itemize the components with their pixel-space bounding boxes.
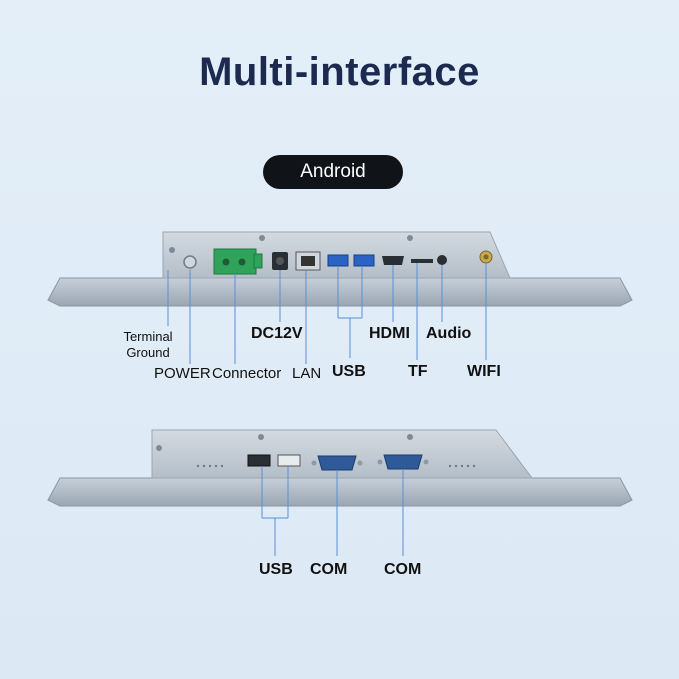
- usb-port-icon: [353, 254, 375, 267]
- screw-icon: [407, 235, 413, 241]
- label-tf: TF: [408, 363, 428, 380]
- usb-port-icon: [327, 254, 349, 267]
- os-badge: Android: [263, 155, 403, 189]
- bottom-leader-lines: [261, 466, 404, 556]
- screw-icon: [169, 247, 175, 253]
- label-com-2: COM: [384, 561, 422, 578]
- label-usb-top: USB: [332, 363, 366, 380]
- hdmi-port-icon: [382, 256, 404, 265]
- top-device-panel: [47, 231, 633, 307]
- label-dc12v: DC12V: [251, 325, 303, 342]
- top-leader-lines: [167, 263, 487, 364]
- label-wifi: WIFI: [467, 363, 501, 380]
- page-title: Multi-interface: [199, 50, 480, 94]
- label-power: POWER: [154, 365, 211, 382]
- screw-icon: [156, 445, 162, 451]
- label-audio: Audio: [426, 325, 472, 342]
- usb-port-icon: [277, 454, 301, 467]
- label-com-1: COM: [310, 561, 348, 578]
- tf-slot-icon: [411, 259, 433, 263]
- audio-jack-icon: [437, 255, 447, 265]
- label-lan: LAN: [292, 365, 322, 382]
- screw-icon: [258, 434, 264, 440]
- com-port-icon: [377, 454, 429, 470]
- screw-icon: [259, 235, 265, 241]
- label-connector: Connector: [212, 365, 282, 382]
- usb-port-icon: [247, 454, 271, 467]
- screw-icon: [407, 434, 413, 440]
- label-usb-bottom: USB: [259, 561, 293, 578]
- label-terminal-ground: Terminal Ground: [123, 329, 173, 360]
- bottom-device-panel: [47, 429, 633, 507]
- com-port-icon: [311, 455, 363, 471]
- ground-terminal-icon: [183, 255, 197, 269]
- label-hdmi: HDMI: [369, 325, 410, 342]
- terminal-connector-icon: [213, 248, 257, 275]
